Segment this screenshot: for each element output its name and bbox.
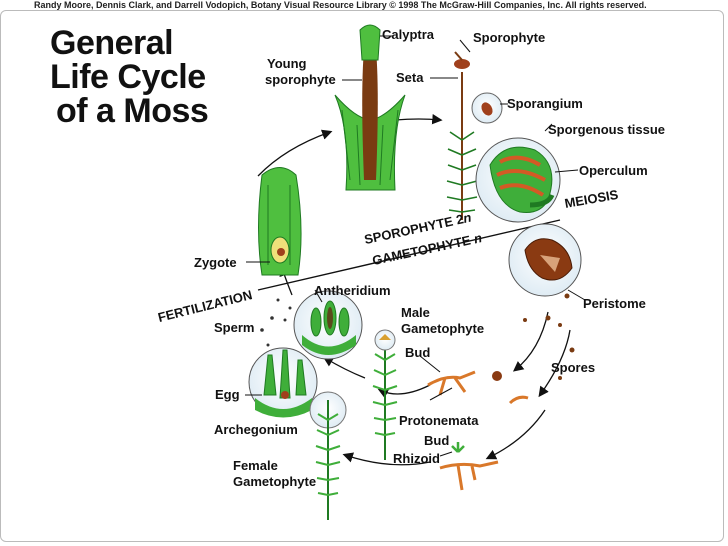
slide-frame [0, 10, 724, 542]
protonemata-leader [429, 387, 453, 401]
arrow-bud-to-male [377, 384, 431, 399]
arrow-bud-to-female [342, 452, 431, 466]
label-operculum: Operculum [579, 163, 648, 178]
arrow-zygote-to-young-sporophyte [257, 129, 333, 177]
mature-sporophyte-drawing [430, 39, 478, 220]
sporangium-section-circle [475, 123, 579, 223]
archegonium-circle [245, 347, 318, 418]
label-bud-lower: Bud [424, 433, 450, 448]
bud-upper-leader [419, 355, 441, 373]
sperm-dots [260, 298, 292, 347]
title-line-3: of a Moss [56, 92, 209, 130]
copyright-credit: Randy Moore, Dennis Clark, and Darrell V… [34, 0, 647, 10]
label-young-sporophyte-line1: Young [267, 56, 307, 71]
label-antheridium: Antheridium [314, 283, 391, 298]
female-gametophyte-drawing [309, 391, 347, 520]
antheridium-circle [293, 289, 363, 360]
label-sperm: Sperm [214, 320, 255, 335]
arrow-spores-right [538, 329, 571, 398]
arrow-young-to-mature-sporophyte [394, 114, 443, 125]
male-gametophyte-drawing [372, 329, 398, 460]
title-line-1: General [50, 24, 174, 62]
generation-divider-line [257, 219, 561, 291]
label-sporophyte: Sporophyte [473, 30, 546, 45]
label-rhizoid: Rhizoid [393, 451, 440, 466]
peristome-circle [508, 223, 586, 301]
title-line-2: Life Cycle [50, 58, 206, 96]
label-protonemata: Protonemata [399, 413, 479, 428]
sporangium-circle [471, 92, 508, 124]
label-egg: Egg [215, 387, 240, 402]
label-zygote: Zygote [194, 255, 237, 270]
label-young-sporophyte-line2: sporophyte [265, 72, 336, 87]
arrow-spores-to-protonema-lower [485, 409, 546, 460]
label-seta: Seta [396, 70, 424, 85]
label-male-gametophyte-line2: Gametophyte [401, 321, 485, 336]
arrow-male-to-antheridium [322, 356, 366, 379]
protonema-lower [439, 460, 499, 491]
label-sporogenous-tissue: Sporgenous tissue [548, 122, 666, 137]
label-spores: Spores [551, 360, 596, 375]
protonema-upper [427, 370, 529, 405]
arrow-spores-to-protonema-upper [512, 311, 549, 372]
label-sporangium: Sporangium [507, 96, 583, 111]
label-archegonium: Archegonium [214, 422, 298, 437]
spores-dots [523, 293, 575, 380]
label-bud-upper: Bud [405, 345, 431, 360]
label-peristome: Peristome [583, 296, 646, 311]
young-sporophyte-drawing [334, 24, 406, 191]
zygote-drawing [246, 167, 302, 276]
bud-lower-drawing [439, 442, 465, 457]
label-female-gametophyte-line2: Gametophyte [233, 474, 317, 489]
label-male-gametophyte-line1: Male [401, 305, 430, 320]
label-calyptra: Calyptra [382, 27, 435, 42]
label-female-gametophyte-line1: Female [233, 458, 278, 473]
